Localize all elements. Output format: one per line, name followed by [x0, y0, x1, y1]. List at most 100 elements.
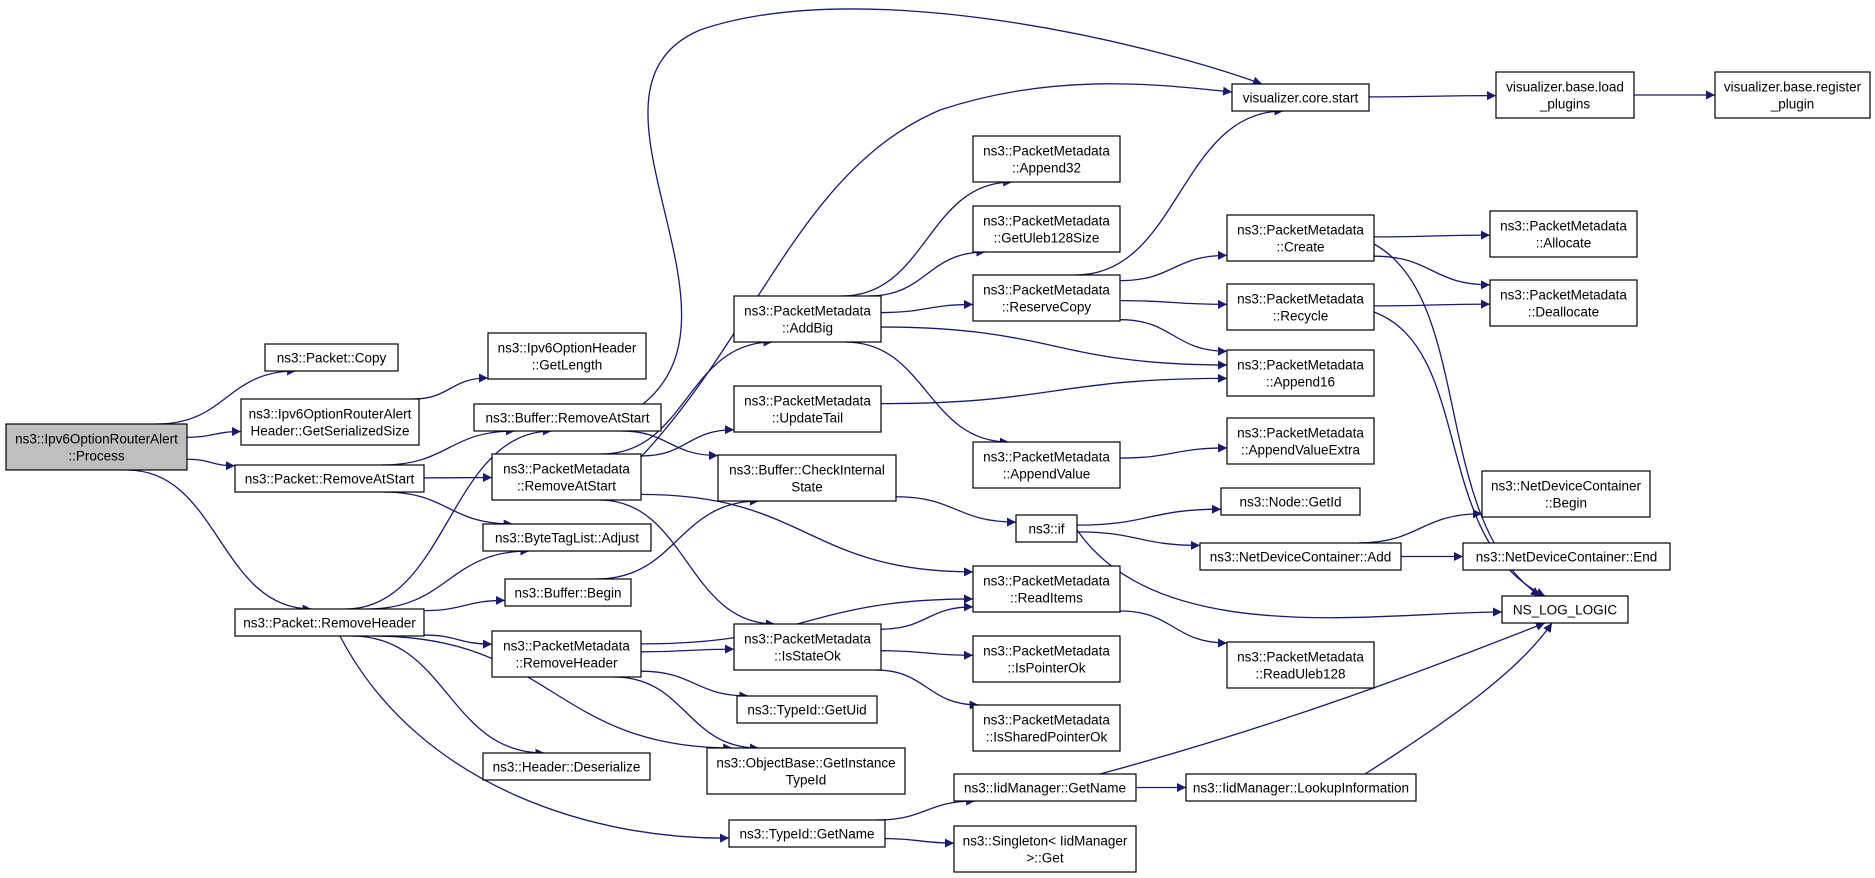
- node-box: [1714, 71, 1871, 119]
- node-label-line: ns3::PacketMetadata: [983, 214, 1110, 229]
- edge-pkt_remhdr-to-buf_begin: [423, 595, 506, 612]
- node-hdr-deser[interactable]: ns3::Header::Deserialize: [482, 752, 651, 781]
- node-label-line: State: [791, 480, 823, 495]
- node-tid-getuid[interactable]: ns3::TypeId::GetUid: [736, 695, 878, 724]
- node-singleton[interactable]: ns3::Singleton< IidManager>::Get: [953, 825, 1137, 873]
- node-pm-updtail[interactable]: ns3::PacketMetadata::UpdateTail: [733, 385, 882, 433]
- node-pm-appvalx[interactable]: ns3::PacketMetadata::AppendValueExtra: [1226, 417, 1375, 465]
- node-pm-remstart[interactable]: ns3::PacketMetadata::RemoveAtStart: [491, 453, 642, 501]
- edge-pm_appval-to-pm_appvalx: [1119, 443, 1228, 459]
- node-node-getid[interactable]: ns3::Node::GetId: [1220, 487, 1361, 516]
- edge-iid_getname-to-ns_log: [1099, 622, 1546, 775]
- node-ndc-end[interactable]: ns3::NetDeviceContainer::End: [1462, 542, 1671, 571]
- node-pm-recycle[interactable]: ns3::PacketMetadata::Recycle: [1226, 283, 1375, 331]
- node-label-line: ns3::Ipv6OptionHeader: [498, 341, 637, 356]
- edge-iid_lookup-to-ns_log: [1364, 622, 1553, 775]
- node-pm-isshared[interactable]: ns3::PacketMetadata::IsSharedPointerOk: [972, 704, 1121, 752]
- node-box: [953, 825, 1137, 873]
- edge-pm_remstart-to-pm_updtail: [640, 425, 735, 457]
- node-ns3-if[interactable]: ns3::if: [1015, 514, 1078, 543]
- node-pm-append32[interactable]: ns3::PacketMetadata::Append32: [972, 135, 1121, 183]
- edge-pm_remstart-to-pm_isstate: [599, 499, 775, 629]
- node-buf-remstart[interactable]: ns3::Buffer::RemoveAtStart: [473, 403, 662, 432]
- node-rtr-getsz[interactable]: ns3::Ipv6OptionRouterAlertHeader::GetSer…: [240, 398, 420, 446]
- node-btl-adjust[interactable]: ns3::ByteTagList::Adjust: [482, 523, 652, 552]
- node-vis-core[interactable]: visualizer.core.start: [1231, 83, 1370, 112]
- node-pm-getuleb[interactable]: ns3::PacketMetadata::GetUleb128Size: [972, 205, 1121, 253]
- node-pm-addbig[interactable]: ns3::PacketMetadata::AddBig: [733, 295, 882, 343]
- edge-pm_addbig-to-pm_rescopy: [880, 299, 974, 314]
- node-label-line: visualizer.base.register: [1724, 80, 1862, 95]
- node-label-line: ::AppendValueExtra: [1241, 443, 1361, 458]
- edge-buf_remstart-to-vis_core: [642, 8, 1263, 405]
- node-label-line: ns3::PacketMetadata: [1237, 223, 1364, 238]
- node-tid-getname[interactable]: ns3::TypeId::GetName: [728, 819, 886, 848]
- node-pkt-copy[interactable]: ns3::Packet::Copy: [264, 343, 399, 372]
- node-pm-rescopy[interactable]: ns3::PacketMetadata::ReserveCopy: [972, 274, 1121, 322]
- node-pm-append16[interactable]: ns3::PacketMetadata::Append16: [1226, 349, 1375, 397]
- edge-pkt_remstart-to-btl_adjust: [383, 491, 513, 529]
- node-vis-reg[interactable]: visualizer.base.register _plugin: [1714, 71, 1871, 119]
- node-box: [1220, 487, 1361, 516]
- node-box: [1226, 283, 1375, 331]
- node-label-line: ::ReadUleb128: [1255, 667, 1345, 682]
- node-label-line: ns3::Packet::RemoveAtStart: [245, 472, 415, 487]
- edge-pm_addbig-to-pm_appval: [845, 341, 1009, 447]
- edge-pm_isstate-to-pm_isptr: [880, 650, 974, 660]
- edge-pkt_remhdr-to-hdr_deser: [351, 635, 545, 758]
- node-label-line: ns3::if: [1028, 522, 1064, 537]
- edge-buf_remstart-to-buf_check: [620, 430, 719, 461]
- edge-pm_rescopy-to-pm_create: [1119, 250, 1228, 282]
- node-pm-isstate[interactable]: ns3::PacketMetadata::IsStateOk: [733, 623, 882, 671]
- node-label-line: _plugins: [1539, 97, 1591, 112]
- node-label-line: TypeId: [786, 773, 827, 788]
- node-pm-readitems[interactable]: ns3::PacketMetadata::ReadItems: [972, 565, 1121, 613]
- node-label-line: ns3::PacketMetadata: [983, 450, 1110, 465]
- node-label-line: ns3::PacketMetadata: [983, 144, 1110, 159]
- node-pkt-remstart[interactable]: ns3::Packet::RemoveAtStart: [234, 464, 425, 493]
- node-opt-getlen[interactable]: ns3::Ipv6OptionHeader::GetLength: [487, 332, 647, 380]
- node-ndc-begin[interactable]: ns3::NetDeviceContainer::Begin: [1481, 470, 1651, 518]
- edge-ns3_if-to-node_getid: [1076, 504, 1222, 526]
- node-box: [240, 398, 420, 446]
- edge-pm_create-to-pm_dealloc: [1373, 255, 1491, 290]
- node-label-line: ::AddBig: [782, 321, 833, 336]
- edge-pm_remhdr-to-pm_isstate: [640, 644, 735, 654]
- node-pm-alloc[interactable]: ns3::PacketMetadata::Allocate: [1489, 210, 1638, 258]
- node-pm-create[interactable]: ns3::PacketMetadata::Create: [1226, 214, 1375, 262]
- node-label-line: ns3::PacketMetadata: [1237, 650, 1364, 665]
- node-label-line: ns3::NetDeviceContainer::Add: [1210, 550, 1392, 565]
- node-pm-isptr[interactable]: ns3::PacketMetadata::IsPointerOk: [972, 635, 1121, 683]
- node-label-line: Header::GetSerializedSize: [250, 424, 409, 439]
- node-iid-getname[interactable]: ns3::IidManager::GetName: [953, 773, 1137, 802]
- node-box: [972, 704, 1121, 752]
- node-box: [972, 274, 1121, 322]
- node-label-line: ::GetUleb128Size: [994, 231, 1100, 246]
- node-pkt-remhdr[interactable]: ns3::Packet::RemoveHeader: [234, 608, 425, 637]
- node-pm-remhdr[interactable]: ns3::PacketMetadata::RemoveHeader: [491, 630, 642, 678]
- node-label-line: ::Append32: [1012, 161, 1081, 176]
- node-buf-begin[interactable]: ns3::Buffer::Begin: [504, 578, 632, 607]
- node-box: [1226, 417, 1375, 465]
- node-box: [1015, 514, 1078, 543]
- node-ns-log[interactable]: NS_LOG_LOGIC: [1501, 595, 1629, 624]
- node-box: [717, 454, 897, 502]
- node-vis-load[interactable]: visualizer.base.load_plugins: [1495, 71, 1635, 119]
- node-ndc-add[interactable]: ns3::NetDeviceContainer::Add: [1199, 542, 1402, 571]
- node-pm-appval[interactable]: ns3::PacketMetadata::AppendValue: [972, 441, 1121, 489]
- node-label-line: ns3::PacketMetadata: [744, 632, 871, 647]
- node-label-line: ::GetLength: [532, 358, 603, 373]
- node-pm-readuleb[interactable]: ns3::PacketMetadata::ReadUleb128: [1226, 641, 1375, 689]
- node-label-line: ns3::NetDeviceContainer: [1491, 479, 1642, 494]
- node-label-line: ::Recycle: [1273, 309, 1329, 324]
- node-label-line: ns3::PacketMetadata: [503, 462, 630, 477]
- node-label-line: ns3::PacketMetadata: [1237, 426, 1364, 441]
- node-root[interactable]: ns3::Ipv6OptionRouterAlert::Process: [5, 423, 188, 471]
- node-pm-dealloc[interactable]: ns3::PacketMetadata::Deallocate: [1489, 279, 1638, 327]
- node-label-line: ns3::ByteTagList::Adjust: [495, 531, 639, 546]
- node-label-line: _plugin: [1770, 97, 1815, 112]
- node-iid-lookup[interactable]: ns3::IidManager::LookupInformation: [1185, 773, 1417, 802]
- node-box: [234, 608, 425, 637]
